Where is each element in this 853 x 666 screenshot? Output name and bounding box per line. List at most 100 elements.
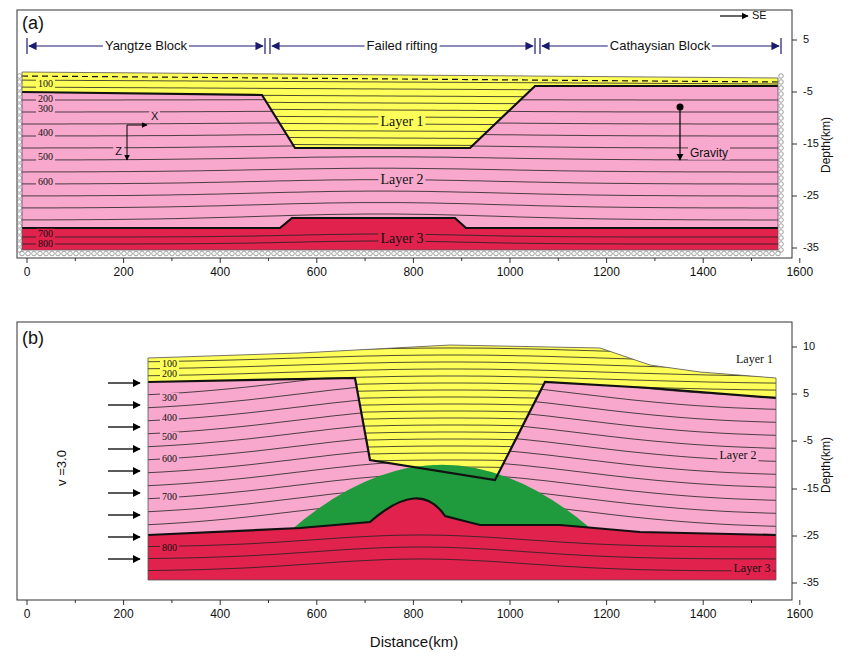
- boundary-roller: [722, 251, 727, 256]
- axis-tick: [123, 258, 124, 263]
- boundary-roller: [590, 251, 595, 256]
- boundary-roller: [17, 236, 22, 241]
- boundary-roller: [740, 251, 745, 256]
- boundary-roller: [548, 251, 553, 256]
- boundary-roller: [92, 251, 97, 256]
- axis-tick: [365, 600, 366, 603]
- boundary-roller: [368, 251, 373, 256]
- boundary-roller: [596, 251, 601, 256]
- layer-2-band: [22, 72, 778, 250]
- boundary-roller: [470, 251, 475, 256]
- tick-label: -15: [801, 138, 821, 150]
- boundary-roller: [362, 251, 367, 256]
- boundary-roller: [17, 152, 22, 157]
- strata-number: 600: [160, 454, 179, 465]
- strata-line: [0, 453, 800, 461]
- boundary-roller: [254, 251, 259, 256]
- layer-label: Layer 1: [378, 115, 425, 130]
- boundary-roller: [779, 122, 784, 127]
- axis-tick: [792, 196, 797, 197]
- strata-line: [0, 203, 800, 208]
- boundary-roller: [779, 98, 784, 103]
- boundary-roller: [779, 158, 784, 163]
- boundary-roller: [779, 110, 784, 115]
- boundary-roller: [779, 74, 784, 79]
- layer-label: Layer 2: [718, 449, 759, 462]
- tick-label: 5: [801, 34, 811, 46]
- boundary-roller: [710, 251, 715, 256]
- axis-tick: [171, 600, 172, 603]
- boundary-roller: [779, 224, 784, 229]
- strata-number: 500: [36, 152, 55, 163]
- boundary-roller: [428, 251, 433, 256]
- boundary-roller: [674, 251, 679, 256]
- strata-line: [0, 191, 800, 196]
- boundary-roller: [446, 251, 451, 256]
- boundary-roller: [17, 170, 22, 175]
- tick-label: 400: [208, 608, 232, 621]
- tick-label: 10: [801, 341, 817, 353]
- axis-tick: [510, 258, 511, 263]
- boundary-roller: [416, 251, 421, 256]
- axis-tick: [558, 258, 559, 261]
- axis-title: Depth(km): [820, 115, 833, 175]
- boundary-roller: [38, 251, 43, 256]
- boundary-roller: [17, 200, 22, 205]
- boundary-roller: [17, 140, 22, 145]
- boundary-roller: [194, 251, 199, 256]
- tick-label: 1400: [688, 608, 719, 621]
- tick-label: 800: [401, 608, 425, 621]
- boundary-roller: [542, 251, 547, 256]
- push-arrow: [108, 514, 140, 515]
- boundary-roller: [614, 251, 619, 256]
- axis-title: Distance(km): [368, 634, 460, 650]
- axis-tick: [654, 258, 655, 261]
- boundary-roller: [224, 251, 229, 256]
- boundary-roller: [536, 251, 541, 256]
- strata-line: [0, 432, 800, 440]
- boundary-roller: [116, 251, 121, 256]
- boundary-roller: [86, 251, 91, 256]
- axis-tick: [27, 600, 28, 605]
- layer-label: Layer 1: [734, 353, 775, 366]
- strata-line: [0, 355, 800, 363]
- strata-number: 100: [36, 79, 55, 90]
- axis-tick: [75, 600, 76, 603]
- boundary-roller: [308, 251, 313, 256]
- boundary-roller: [134, 251, 139, 256]
- layer-label: Layer 3: [378, 232, 425, 247]
- boundary-roller: [176, 251, 181, 256]
- boundary-roller: [692, 251, 697, 256]
- axis-tick: [27, 258, 28, 263]
- push-arrow: [108, 382, 140, 383]
- tick-label: -5: [801, 435, 815, 447]
- boundary-roller: [17, 110, 22, 115]
- layer-boundary: [148, 498, 776, 535]
- velocity-label: v =3.0: [55, 448, 69, 488]
- boundary-roller: [17, 194, 22, 199]
- boundary-roller: [17, 98, 22, 103]
- boundary-roller: [230, 251, 235, 256]
- gravity-arrow: [679, 108, 680, 160]
- axis-arrow: [127, 125, 128, 160]
- boundary-roller: [266, 251, 271, 256]
- push-arrow: [108, 404, 140, 405]
- boundary-roller: [656, 251, 661, 256]
- strata-line: [0, 376, 800, 384]
- model-outline: [148, 345, 776, 580]
- strata-line: [0, 446, 800, 454]
- boundary-roller: [17, 242, 22, 247]
- axis-tick: [792, 347, 797, 348]
- tick-label: 800: [401, 266, 425, 279]
- boundary-roller: [476, 251, 481, 256]
- boundary-roller: [410, 251, 415, 256]
- boundary-roller: [500, 251, 505, 256]
- boundary-roller: [17, 182, 22, 187]
- boundary-roller: [668, 251, 673, 256]
- boundary-roller: [764, 251, 769, 256]
- strata-number: 700: [36, 229, 55, 240]
- panel-frame: [17, 10, 792, 258]
- tick-label: -25: [801, 190, 821, 202]
- boundary-roller: [779, 182, 784, 187]
- strata-line: [0, 404, 800, 412]
